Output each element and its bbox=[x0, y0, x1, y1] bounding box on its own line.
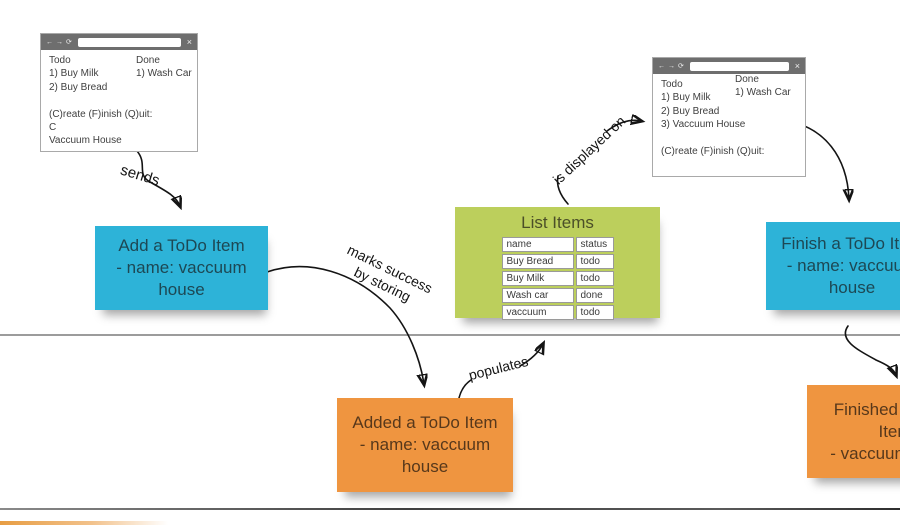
arrow-label-populates: populates bbox=[466, 352, 530, 384]
window-content: Todo 1) Buy Milk 2) Buy Bread (C)reate (… bbox=[41, 50, 197, 148]
arrow-label-sends: sends bbox=[118, 161, 162, 190]
arrow-label-is-displayed-on: is displayed on bbox=[549, 112, 629, 188]
clipped-orange-sticky-edge bbox=[0, 521, 168, 525]
sticky-add-todo-command: Add a ToDo Item - name: vaccuum house bbox=[95, 226, 268, 310]
back-icon: ← bbox=[658, 62, 665, 70]
done-item: 1) Wash Car bbox=[735, 87, 791, 99]
terminal-window-before: ← → ⟳ × Todo 1) Buy Milk 2) Buy Bread (C… bbox=[40, 33, 198, 152]
sticky-text-line: - name: vaccuum bbox=[116, 258, 247, 277]
sticky-text-line: Finished a ToDo bbox=[833, 399, 900, 419]
command-prompt: (C)reate (F)inish (Q)uit: bbox=[661, 146, 765, 158]
todo-item: 1) Buy Milk bbox=[661, 92, 711, 104]
window-content: Todo 1) Buy Milk 2) Buy Bread 3) Vaccuum… bbox=[653, 74, 805, 158]
sticky-text-line: - vaccuum house bbox=[830, 443, 900, 463]
url-bar bbox=[77, 37, 181, 47]
sticky-text-line: Item bbox=[878, 421, 900, 441]
sticky-finish-todo-command: Finish a ToDo Item - name: vaccuum house bbox=[766, 222, 900, 310]
arrow-populates-tail bbox=[458, 379, 472, 399]
column-header-status: status bbox=[575, 237, 614, 252]
window-titlebar: ← → ⟳ × bbox=[653, 58, 805, 74]
todo-item: 2) Buy Bread bbox=[49, 81, 108, 93]
sticky-finished-todo-event: Finished a ToDo Item - vaccuum house bbox=[807, 385, 900, 478]
sticky-list-items-view: List Items name status Buy Bread todo Bu… bbox=[455, 207, 660, 320]
sticky-text-line: Added a ToDo Item bbox=[352, 413, 498, 432]
done-column: Done 1) Wash Car bbox=[136, 54, 192, 81]
done-header: Done bbox=[136, 55, 160, 66]
sticky-text-line: Finish a ToDo Item bbox=[781, 234, 900, 253]
close-icon: × bbox=[186, 36, 192, 47]
column-header-name: name bbox=[501, 237, 574, 252]
terminal-window-after: ← → ⟳ × Todo 1) Buy Milk 2) Buy Bread 3)… bbox=[652, 57, 806, 177]
sticky-text-line: house bbox=[828, 278, 876, 297]
cell-status: todo bbox=[575, 305, 614, 320]
done-item: 1) Wash Car bbox=[136, 68, 192, 80]
cell-name: Buy Milk bbox=[501, 271, 574, 286]
arrow-label-marks-success: marks success by storing bbox=[326, 236, 447, 318]
cell-name: vaccuum bbox=[501, 305, 574, 320]
sticky-text-line: - name: vaccuum bbox=[786, 256, 900, 275]
sticky-text-line: house bbox=[401, 457, 449, 476]
lane-divider-line bbox=[0, 334, 900, 336]
cell-name: Buy Bread bbox=[501, 254, 574, 269]
forward-icon: → bbox=[668, 62, 675, 70]
table-row: Buy Bread todo bbox=[501, 254, 614, 269]
table-header-row: name status bbox=[501, 237, 614, 252]
back-icon: ← bbox=[46, 38, 53, 46]
command-prompt: (C)reate (F)inish (Q)uit: bbox=[49, 108, 153, 120]
todo-item: 2) Buy Bread bbox=[661, 105, 720, 117]
sticky-text-line: Add a ToDo Item bbox=[118, 236, 245, 255]
window-titlebar: ← → ⟳ × bbox=[41, 34, 197, 50]
table-row: vaccuum todo bbox=[501, 305, 614, 320]
cell-status: todo bbox=[575, 271, 614, 286]
refresh-icon: ⟳ bbox=[678, 62, 684, 70]
todo-item: 3) Vaccuum House bbox=[661, 119, 746, 131]
sticky-text-line: house bbox=[158, 280, 205, 299]
cell-status: done bbox=[575, 288, 614, 303]
table-row: Wash car done bbox=[501, 288, 614, 303]
done-column: Done 1) Wash Car bbox=[735, 73, 791, 100]
list-items-title: List Items bbox=[521, 213, 594, 232]
done-header: Done bbox=[735, 74, 759, 85]
url-bar bbox=[689, 61, 789, 71]
sticky-text-line: - name: vaccuum bbox=[359, 435, 491, 454]
list-items-table: name status Buy Bread todo Buy Milk todo… bbox=[500, 235, 616, 322]
forward-icon: → bbox=[56, 38, 63, 46]
bottom-lane-line bbox=[0, 508, 900, 510]
typed-command: C bbox=[49, 122, 57, 134]
close-icon: × bbox=[794, 60, 800, 71]
cell-status: todo bbox=[575, 254, 614, 269]
cell-name: Wash car bbox=[501, 288, 574, 303]
todo-header: Todo bbox=[49, 55, 71, 66]
typed-command: Vaccuum House bbox=[49, 135, 122, 147]
todo-header: Todo bbox=[661, 79, 683, 90]
sticky-added-todo-event: Added a ToDo Item - name: vaccuum house bbox=[337, 398, 513, 492]
todo-item: 1) Buy Milk bbox=[49, 68, 99, 80]
table-row: Buy Milk todo bbox=[501, 271, 614, 286]
refresh-icon: ⟳ bbox=[66, 38, 72, 46]
